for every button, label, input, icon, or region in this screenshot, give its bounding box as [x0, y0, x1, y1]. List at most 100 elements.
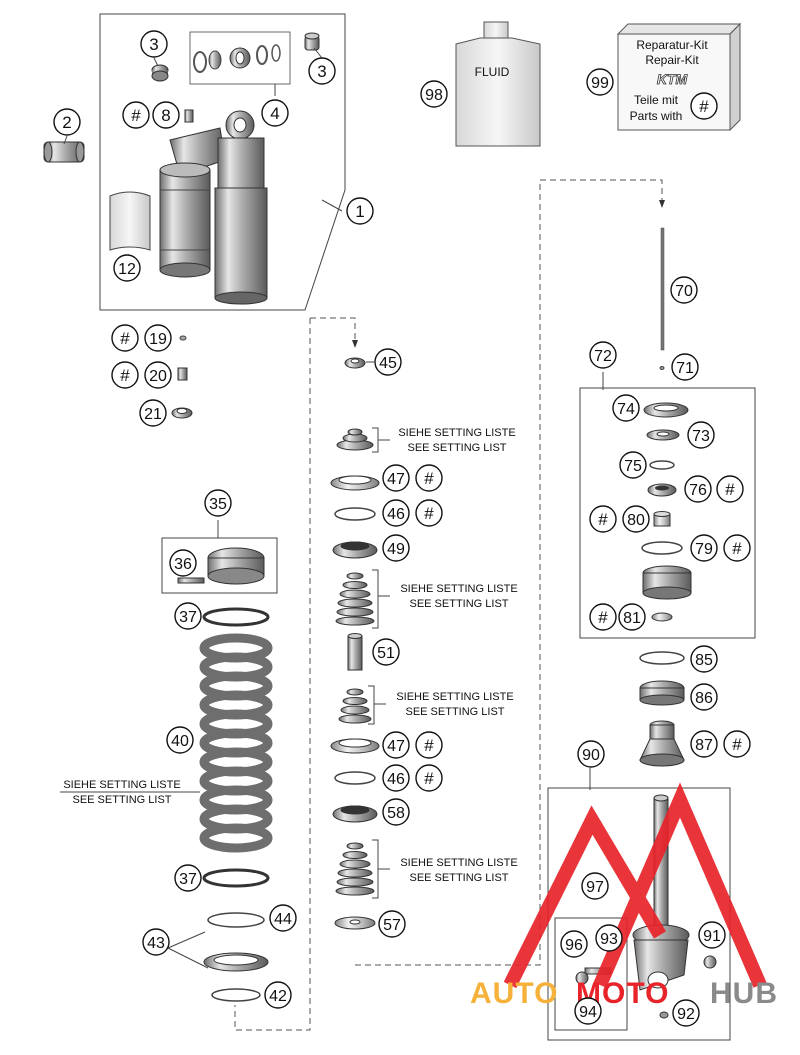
watermark-triangles — [503, 782, 767, 989]
callout-c97-text: 97 — [586, 879, 604, 896]
spring-coil-10 — [199, 823, 273, 853]
callout-c94-text: 94 — [579, 1004, 597, 1021]
callout-c87-text: 87 — [695, 737, 713, 754]
leader-43 — [167, 931, 209, 969]
shock-assembly-group — [99, 13, 346, 311]
bleed-valve-group — [554, 917, 628, 1031]
ktm-logo: KTM — [657, 71, 688, 87]
callout-c72-text: 72 — [594, 348, 612, 365]
damper-housing — [575, 794, 717, 1019]
callout-c58-text: 58 — [387, 805, 405, 822]
repair-kit-hash-text: # — [699, 97, 709, 116]
reservoir-body — [159, 127, 226, 278]
callout-c85-text: 85 — [695, 652, 713, 669]
hash-marker-5: # — [415, 731, 443, 759]
callout-c35-text: 35 — [209, 496, 227, 513]
callout-c75-text: 75 — [624, 458, 642, 475]
hash-marker-1-text: # — [120, 329, 130, 348]
hash-marker-10: # — [589, 603, 617, 631]
callout-c3a-text: 3 — [149, 35, 158, 54]
hash-marker-3-text: # — [424, 469, 434, 488]
callout-c98: 98 — [420, 80, 448, 108]
hash-marker-0: # — [122, 101, 150, 129]
callout-c73-text: 73 — [692, 428, 710, 445]
repair-kit-line4: Parts with — [630, 109, 683, 123]
hash-marker-6: # — [415, 764, 443, 792]
callout-c79: 79 — [690, 534, 718, 562]
callout-c19-text: 19 — [149, 331, 167, 348]
callout-c46b: 46 — [382, 764, 410, 792]
callout-c3b-text: 3 — [317, 62, 326, 81]
spring-adjuster-group — [161, 537, 278, 594]
hash-marker-3: # — [415, 464, 443, 492]
callout-c80: 80 — [622, 505, 650, 533]
callout-c90: 90 — [577, 740, 605, 768]
fluid-bottle: FLUID — [455, 21, 541, 147]
part-21 — [171, 407, 193, 419]
hash-marker-9-text: # — [598, 510, 608, 529]
callout-c72: 72 — [589, 341, 617, 369]
callout-c21: 21 — [139, 399, 167, 427]
watermark-text-auto: AUTO — [470, 977, 558, 1010]
callout-c96: 96 — [560, 930, 588, 958]
callout-c87: 87 — [690, 730, 718, 758]
callout-c42-text: 42 — [269, 988, 287, 1005]
damper-body — [214, 110, 268, 305]
piston-stack — [330, 357, 380, 930]
callout-c86-text: 86 — [695, 690, 713, 707]
callout-c47b-text: 47 — [387, 738, 405, 755]
callout-c45: 45 — [374, 348, 402, 376]
ring-85 — [639, 651, 685, 665]
hash-marker-2: # — [111, 361, 139, 389]
callout-c4: 4 — [261, 99, 289, 127]
setting-note-2-line1: SIEHE SETTING LISTE — [396, 691, 513, 703]
callout-c97: 97 — [581, 872, 609, 900]
repair-kit-line1: Reparatur-Kit — [636, 38, 708, 52]
protective-sleeve — [109, 191, 151, 251]
callout-c76-text: 76 — [689, 482, 707, 499]
adjuster-part — [43, 141, 85, 163]
adjuster-screw — [177, 577, 205, 584]
hash-marker-7: # — [716, 475, 744, 503]
callout-c58: 58 — [382, 798, 410, 826]
setting-brackets — [60, 427, 390, 899]
bushing-part-right — [304, 32, 320, 51]
ring-44 — [207, 912, 265, 928]
hash-marker-1: # — [111, 324, 139, 352]
callout-c19: 19 — [144, 324, 172, 352]
callout-c8: 8 — [152, 101, 180, 129]
setting-note-2-line2: SEE SETTING LIST — [405, 706, 504, 718]
callout-c21-text: 21 — [144, 406, 162, 423]
callout-c12-text: 12 — [118, 261, 136, 278]
callout-c74: 74 — [612, 394, 640, 422]
hash-marker-10-text: # — [598, 608, 608, 627]
seal-kit-parts — [193, 44, 281, 73]
hash-marker-11: # — [723, 730, 751, 758]
callout-c74-text: 74 — [617, 401, 635, 418]
part-87 — [639, 720, 685, 767]
callout-c1-text: 1 — [355, 202, 364, 221]
callout-c47a: 47 — [382, 464, 410, 492]
callout-c70-text: 70 — [675, 283, 693, 300]
setting-note-1-line2: SEE SETTING LIST — [409, 598, 508, 610]
part-19 — [179, 335, 187, 341]
callout-c91: 91 — [698, 921, 726, 949]
piston-rod-needle — [659, 227, 665, 370]
callout-c79-text: 79 — [695, 541, 713, 558]
setting-note-0-line2: SEE SETTING LIST — [407, 442, 506, 454]
callout-c42: 42 — [264, 981, 292, 1009]
callout-c36: 36 — [169, 549, 197, 577]
callout-c96-text: 96 — [565, 937, 583, 954]
hash-marker-9: # — [589, 505, 617, 533]
callout-c47b: 47 — [382, 731, 410, 759]
repair-kit-hash: # — [690, 92, 718, 120]
callout-c90-text: 90 — [582, 747, 600, 764]
callout-c43-text: 43 — [147, 935, 165, 952]
callout-c92-text: 92 — [677, 1006, 695, 1023]
callout-c20: 20 — [144, 361, 172, 389]
watermark-logo: AUTO MOTO HUB — [470, 782, 777, 1010]
callout-c91-text: 91 — [703, 928, 721, 945]
callout-c37a-text: 37 — [179, 609, 197, 626]
dashed-routing-lines — [234, 179, 663, 1031]
